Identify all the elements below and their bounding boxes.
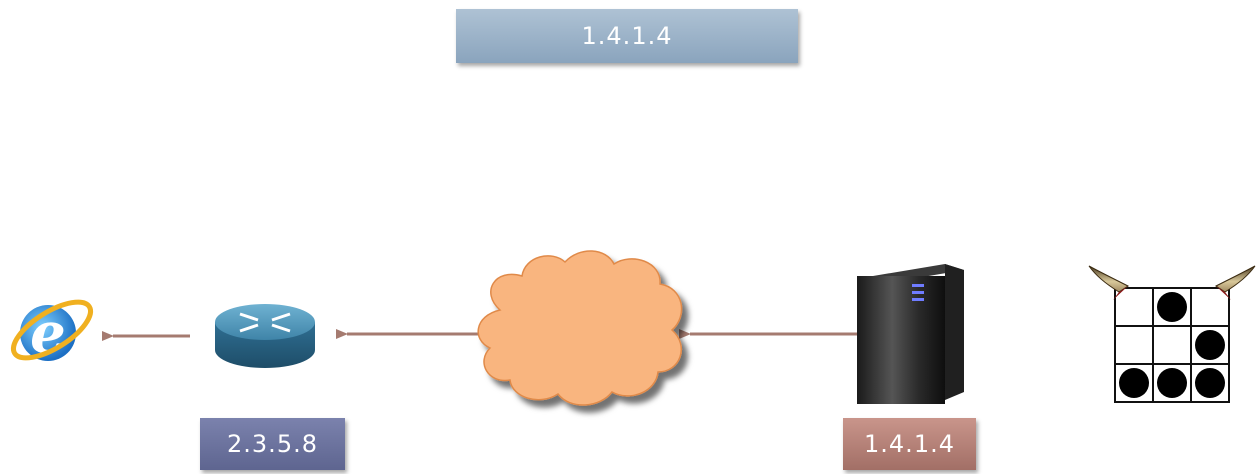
router-address-text: 2.3.5.8 [227,430,318,458]
server-tower-icon [857,264,964,404]
server-address-text: 1.4.1.4 [864,430,955,458]
internet-cloud-icon [477,250,683,406]
top-address-label: 1.4.1.4 [456,9,798,63]
top-address-text: 1.4.1.4 [581,22,673,50]
horned-glider-icon [1088,265,1256,403]
router-address-label: 2.3.5.8 [200,418,345,470]
server-address-label: 1.4.1.4 [843,418,976,470]
internet-explorer-icon: e [10,299,94,366]
router-icon [215,304,315,368]
